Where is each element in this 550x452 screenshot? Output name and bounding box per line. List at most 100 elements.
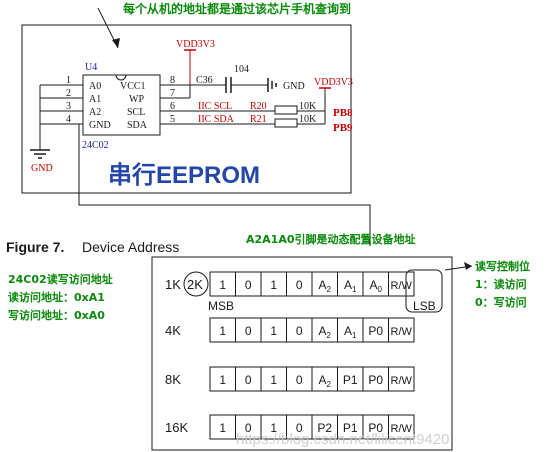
- gnd-cap-label: GND: [283, 81, 305, 92]
- part-ref: U4: [85, 62, 97, 73]
- watermark: https://blog.csdn.net/lilicent9420: [236, 431, 449, 448]
- gnd-left-label: GND: [31, 163, 53, 174]
- size-badge-circle: [183, 271, 209, 297]
- bit-label-subscript: A2: [319, 373, 332, 389]
- rw-write: 0：写访问: [475, 295, 527, 309]
- r20-label: R20: [250, 101, 267, 112]
- scl-net-label: IIC SCL: [198, 101, 232, 112]
- write-address: 写访问地址：0xA0: [8, 308, 105, 322]
- bit-label: 0: [245, 278, 252, 292]
- pin-name-a0: A0: [89, 81, 101, 92]
- row-size-label: 16K: [165, 420, 188, 435]
- schematic-title: 串行EEPROM: [108, 161, 260, 189]
- address-row: 1K 2K 1 0 1 0 A2 A1 A0 R/W: [165, 271, 415, 297]
- a2a1a0-note: A2A1A0引脚是动态配置设备地址: [246, 232, 416, 246]
- sda-net-label: IIC SDA: [198, 114, 235, 125]
- bit-label: R/W: [391, 423, 413, 435]
- rw-read: 1：读访问: [475, 277, 527, 291]
- bit-label: 1: [219, 324, 226, 338]
- pin-number: 6: [170, 101, 175, 112]
- size-badge-label: 2K: [187, 277, 203, 292]
- pin-name-a2: A2: [89, 107, 101, 118]
- row-size-label: 4K: [165, 323, 181, 338]
- rw-bit-title: 读写控制位: [475, 259, 530, 273]
- bit-label: R/W: [391, 326, 413, 338]
- bit-label: 1: [219, 421, 226, 435]
- bit-cell: [388, 414, 415, 440]
- bit-label: 0: [296, 278, 303, 292]
- rw-arrowhead: [464, 262, 472, 270]
- bit-label: P1: [343, 421, 358, 435]
- pin-name-wp: WP: [129, 94, 144, 105]
- pin-name-scl: SCL: [127, 107, 145, 118]
- schematic-frame: [21, 24, 352, 194]
- vdd-top-label: VDD3V3: [176, 39, 215, 50]
- bit-label: 1: [219, 278, 226, 292]
- bit-label: 1: [270, 324, 277, 338]
- pin-number: 5: [170, 114, 175, 125]
- r20-value: 10K: [299, 101, 317, 112]
- bit-label: R/W: [391, 280, 413, 292]
- pin-name-gnd: GND: [89, 120, 111, 131]
- pin-number: 1: [66, 75, 71, 86]
- bit-label-subscript: A0: [370, 278, 383, 294]
- bit-label-subscript: A1: [344, 278, 357, 294]
- bit-label-subscript: A2: [319, 278, 332, 294]
- r21-label: R21: [250, 114, 267, 125]
- bit-label-subscript: A1: [344, 324, 357, 340]
- pin-name-a1: A1: [89, 94, 101, 105]
- bit-cell: [388, 271, 415, 297]
- bit-label: R/W: [391, 375, 413, 387]
- chip-body: [82, 74, 161, 136]
- bit-cell: [388, 317, 415, 343]
- pin-number: 7: [170, 88, 175, 99]
- bit-label: P2: [317, 421, 332, 435]
- a2a1a0-leader: [75, 123, 371, 246]
- bit-label: 0: [245, 373, 252, 387]
- pb9-label: PB9: [333, 122, 353, 134]
- bit-label: 0: [296, 421, 303, 435]
- bit-label: P0: [368, 324, 383, 338]
- cap-ref: C36: [196, 75, 213, 86]
- chip-notch: [115, 74, 127, 81]
- vdd-right-label: VDD3V3: [314, 77, 353, 88]
- bit-label: 1: [270, 278, 277, 292]
- figure-caption-num: Figure 7.: [6, 239, 64, 255]
- pin-number: 2: [66, 88, 71, 99]
- cap-value: 104: [234, 64, 249, 75]
- row-size-label: 1K: [165, 277, 181, 292]
- bit-label: 0: [296, 373, 303, 387]
- right-pins: 8 7 6 5 VCC1 WP SCL SDA: [120, 75, 190, 131]
- bit-label: P0: [368, 421, 383, 435]
- pb8-label: PB8: [333, 107, 353, 119]
- r21-body: [274, 118, 298, 128]
- r21-value: 10K: [299, 114, 317, 125]
- top-note: 每个从机的地址都是通过该芯片手机查询到: [123, 1, 351, 16]
- bit-label: P0: [368, 373, 383, 387]
- pin-number: 3: [66, 101, 71, 112]
- rw-highlight-box: [405, 269, 443, 313]
- figure-frame: [151, 256, 453, 451]
- bit-label: 0: [245, 421, 252, 435]
- part-name: 24C02: [82, 140, 109, 151]
- bit-label: 1: [270, 373, 277, 387]
- pin-name-vcc: VCC1: [120, 81, 146, 92]
- bit-label: 1: [219, 373, 226, 387]
- bit-cell: [388, 366, 415, 392]
- msb-label: MSB: [208, 299, 234, 313]
- figure-caption-title: Device Address: [82, 239, 179, 255]
- left-pins: 1 2 3 4 A0 A1 A2 GND: [40, 75, 111, 131]
- bit-label: 0: [296, 324, 303, 338]
- read-address: 读访问地址：0xA1: [8, 290, 105, 304]
- pin-number: 4: [66, 114, 71, 125]
- r20-body: [274, 105, 298, 115]
- row-size-label: 8K: [165, 372, 181, 387]
- lsb-label: LSB: [413, 299, 436, 313]
- top-note-arrowhead: [112, 38, 120, 48]
- pin-number: 8: [170, 75, 175, 86]
